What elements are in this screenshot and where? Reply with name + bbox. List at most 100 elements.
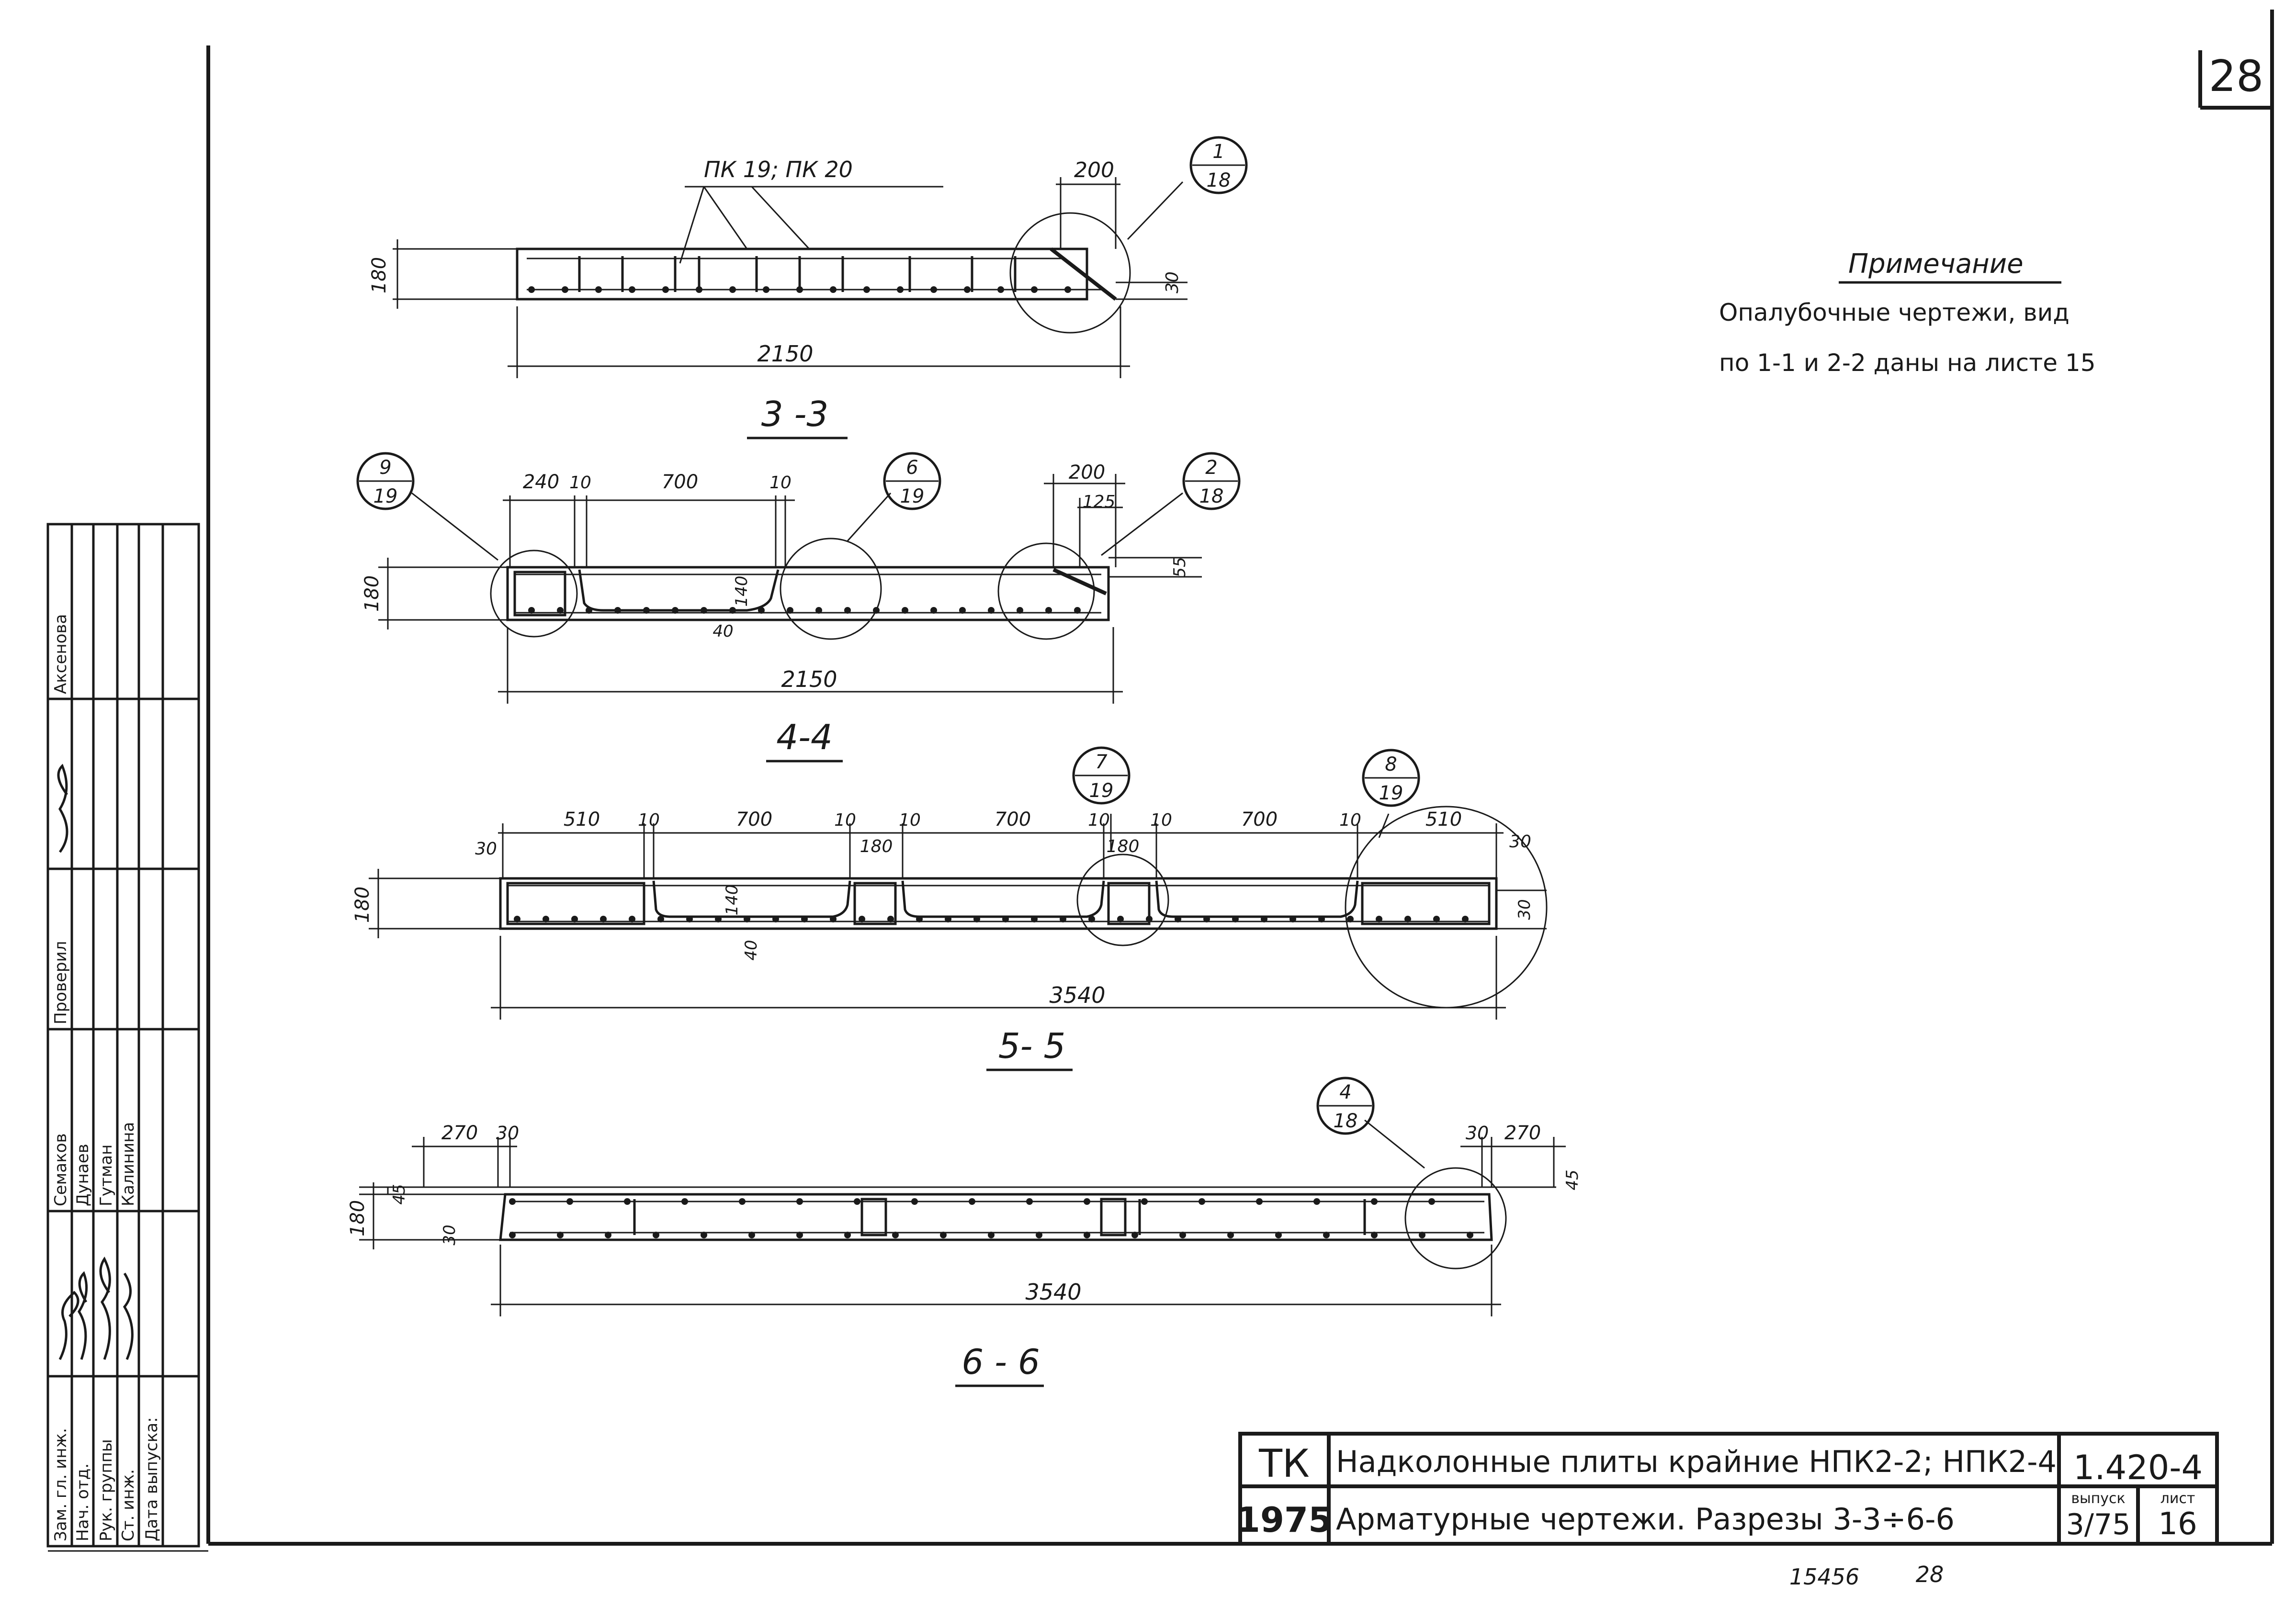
rebar-dot [672, 607, 679, 614]
rebar-dot [1060, 916, 1066, 922]
rebar-dot [509, 1198, 516, 1205]
rebar-dot [796, 1232, 803, 1238]
rebar-dot [657, 916, 664, 922]
stamp-issue-label: выпуск [2071, 1490, 2125, 1507]
rebar-dot [772, 916, 779, 922]
dim-10a: 10 [569, 473, 591, 493]
dim-140: 140 [732, 576, 751, 607]
dim-45r: 45 [1563, 1169, 1582, 1190]
rebar-dot [1289, 916, 1296, 922]
rebar-dot [973, 916, 980, 922]
dim-125: 125 [1083, 492, 1116, 512]
n2-bot: 19 [900, 485, 925, 507]
n3-top: 2 [1205, 457, 1217, 479]
rebar-dot [748, 1232, 755, 1238]
rebar-dot [854, 1198, 860, 1205]
stamp-issue-value: 3/75 [2066, 1508, 2131, 1541]
rebar-dot [696, 286, 702, 293]
n1-top: 9 [379, 457, 391, 479]
rebar-dot [1017, 607, 1023, 614]
rebar-dot [1064, 286, 1071, 293]
rebar-dot [1256, 1198, 1263, 1205]
rebar-dot [1323, 1232, 1330, 1238]
side-name-3: Гутман [97, 1145, 116, 1206]
rebar-dot [1031, 916, 1038, 922]
dim-2150: 2150 [757, 341, 813, 367]
rebar-dot [1347, 916, 1354, 922]
rebar-dot [830, 916, 837, 922]
sheet-number-box: 28 [2198, 50, 2272, 110]
note-line-1: Опалубочные чертежи, вид [1719, 299, 2070, 326]
rebar-dot [815, 607, 822, 614]
rebar-dot [763, 286, 769, 293]
dim-700b: 700 [995, 809, 1031, 831]
dim-180: 180 [368, 257, 390, 293]
dim-510b: 510 [1425, 809, 1462, 831]
rebar-dot [1088, 916, 1095, 922]
rebar-dot [1318, 916, 1325, 922]
side-role-3: Рук. группы [97, 1439, 116, 1541]
node-callout-bot: 18 [1207, 169, 1231, 191]
dim-510a: 510 [564, 809, 600, 831]
rebar-dot [715, 916, 722, 922]
rebar-dot [892, 1232, 899, 1238]
rebar-dot [1371, 1198, 1378, 1205]
side-name-2: Дунаев [73, 1144, 92, 1206]
marks-label: ПК 19; ПК 20 [704, 157, 853, 182]
rebar-dot [1419, 1232, 1425, 1238]
rebar-dot [902, 607, 908, 614]
rebar-dot [796, 1198, 803, 1205]
dim-700: 700 [662, 471, 698, 493]
rebar-dot [1462, 916, 1469, 922]
section-6-6: 4 18 270 30 30 270 180 45 30 45 3540 6 -… [347, 1077, 1582, 1387]
dim-200b: 200 [1069, 461, 1105, 483]
rebar-dot [557, 607, 564, 614]
rebar-dot [930, 607, 937, 614]
rebar-dot [873, 607, 880, 614]
stamp-org: ТК [1258, 1441, 1310, 1486]
dim-700a: 700 [736, 809, 772, 831]
n3-bot: 18 [1199, 485, 1224, 507]
section-5-5: 7 19 8 19 510 10 700 10 180 10 700 10 18… [351, 746, 1548, 1071]
section-title-4-4: 4-4 [776, 717, 833, 757]
sheet-frame [48, 10, 2274, 1552]
rebar-dot [1084, 1232, 1090, 1238]
n55-2-top: 8 [1385, 753, 1397, 775]
rebar-dot [887, 916, 894, 922]
side-role-5: Дата выпуска: [142, 1417, 161, 1541]
rebar-dot [729, 607, 736, 614]
rebar-dot [1376, 916, 1382, 922]
side-role-4: Ст. инж. [119, 1469, 138, 1541]
rebar-dot [1275, 1232, 1282, 1238]
rebar-dot [916, 916, 923, 922]
rebar-dot [988, 1232, 995, 1238]
rebar-dot [1467, 1232, 1473, 1238]
rebar-dot [758, 607, 765, 614]
rebar-dot [959, 607, 966, 614]
rebar-dot [1045, 607, 1052, 614]
dim-10-2: 10 [834, 810, 856, 830]
rebar-dot [1232, 916, 1239, 922]
rebar-dot [930, 286, 937, 293]
dim-240: 240 [523, 471, 559, 493]
dim-10-3: 10 [899, 810, 921, 830]
note-title: Примечание [1848, 248, 2024, 280]
rebar-dot [701, 607, 707, 614]
note-line-2: по 1-1 и 2-2 даны на листе 15 [1719, 349, 2096, 377]
dim-30-right: 30 [1509, 832, 1531, 852]
stamp-title-1: Надколонные плиты крайние НПК2-2; НПК2-4 [1336, 1444, 2057, 1479]
side-role-1: Зам. гл. инж. [51, 1428, 70, 1541]
dim-10-5: 10 [1150, 810, 1172, 830]
stamp-sheet-label: лист [2160, 1490, 2195, 1507]
rebar-dot [562, 286, 568, 293]
rebar-dot [701, 1232, 707, 1238]
rebar-dot [911, 1198, 918, 1205]
section-title-5-5: 5- 5 [998, 1026, 1065, 1066]
rebar-dot [571, 916, 578, 922]
n1-bot: 19 [373, 485, 398, 507]
rebar-dot [729, 286, 736, 293]
rebar-dot [859, 916, 865, 922]
dim-2150b: 2150 [781, 666, 837, 692]
rebar-dots [509, 286, 1473, 1238]
